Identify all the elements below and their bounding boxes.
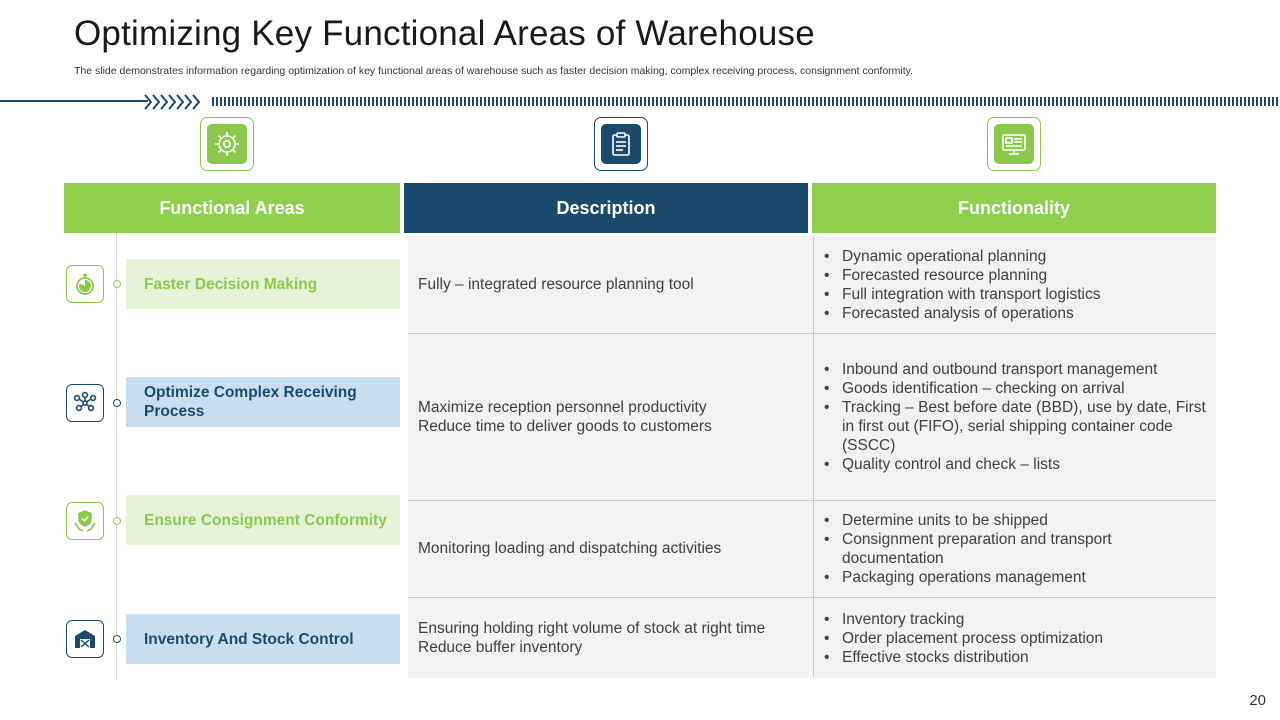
functionality-item: Order placement process optimization xyxy=(822,629,1212,648)
area-ensure-consignment-conformity: Ensure Consignment Conformity xyxy=(126,495,400,545)
description-line: Reduce time to deliver goods to customer… xyxy=(418,418,712,435)
column-divider xyxy=(813,236,814,678)
timeline-dot xyxy=(113,399,121,407)
functionality-item: Inbound and outbound transport managemen… xyxy=(822,360,1212,379)
timeline-dot xyxy=(113,280,121,288)
timeline-dot xyxy=(113,635,121,643)
column-header-description: Description xyxy=(404,183,808,233)
timeline-dot xyxy=(113,517,121,525)
row-divider xyxy=(408,597,1216,598)
page-number: 20 xyxy=(1249,692,1266,709)
slide-title: Optimizing Key Functional Areas of Wareh… xyxy=(74,14,815,53)
description-cell-4: Ensuring holding right volume of stock a… xyxy=(418,598,804,678)
row-divider xyxy=(408,333,1216,334)
description-cell-1: Fully – integrated resource planning too… xyxy=(418,236,804,333)
column-header-functionality: Functionality xyxy=(812,183,1216,233)
striped-divider xyxy=(212,97,1280,106)
description-cell-2: Maximize reception personnel productivit… xyxy=(418,334,804,500)
functionality-list-4: Inventory tracking Order placement proce… xyxy=(822,598,1212,678)
functionality-item: Forecasted resource planning xyxy=(822,266,1212,285)
functional-areas-header-icon xyxy=(200,117,254,171)
functionality-list-2: Inbound and outbound transport managemen… xyxy=(822,334,1212,500)
functionality-list-1: Dynamic operational planning Forecasted … xyxy=(822,236,1212,333)
functionality-item: Quality control and check – lists xyxy=(822,455,1212,474)
description-cell-3: Monitoring loading and dispatching activ… xyxy=(418,501,804,597)
area-inventory-stock-control: Inventory And Stock Control xyxy=(126,614,400,664)
timeline-line xyxy=(116,233,117,680)
clipboard-icon xyxy=(612,132,630,156)
row-icon-faster-decision xyxy=(66,265,104,303)
row-divider xyxy=(408,500,1216,501)
functionality-item: Inventory tracking xyxy=(822,610,1212,629)
functionality-item: Full integration with transport logistic… xyxy=(822,285,1212,304)
column-header-functional-areas: Functional Areas xyxy=(64,183,400,233)
warehouse-icon xyxy=(75,630,95,648)
description-line: Monitoring loading and dispatching activ… xyxy=(418,540,722,558)
functionality-item: Tracking – Best before date (BBD), use b… xyxy=(822,398,1212,455)
chevrons-decoration xyxy=(144,94,201,110)
functionality-header-icon xyxy=(987,117,1041,171)
row-icon-inventory xyxy=(66,620,104,658)
row-icon-consignment xyxy=(66,502,104,540)
description-line: Maximize reception personnel productivit… xyxy=(418,398,707,416)
functionality-item: Consignment preparation and transport do… xyxy=(822,530,1212,568)
functionality-item: Effective stocks distribution xyxy=(822,648,1212,667)
description-line: Fully – integrated resource planning too… xyxy=(418,275,694,293)
functionality-list-3: Determine units to be shipped Consignmen… xyxy=(822,501,1212,597)
functionality-item: Goods identification – checking on arriv… xyxy=(822,379,1212,398)
slide-subtitle: The slide demonstrates information regar… xyxy=(74,65,914,77)
shield-hands-icon xyxy=(74,510,96,532)
area-faster-decision-making: Faster Decision Making xyxy=(126,259,400,309)
area-optimize-receiving-process: Optimize Complex Receiving Process xyxy=(126,377,400,427)
network-icon xyxy=(73,391,97,412)
description-line: Ensuring holding right volume of stock a… xyxy=(418,619,766,637)
functionality-item: Determine units to be shipped xyxy=(822,511,1212,530)
functionality-item: Dynamic operational planning xyxy=(822,247,1212,266)
description-line: Reduce buffer inventory xyxy=(418,639,583,656)
description-header-icon xyxy=(594,117,648,171)
stopwatch-icon xyxy=(76,274,94,295)
gear-wheel-icon xyxy=(215,132,239,156)
monitor-icon xyxy=(1002,134,1026,155)
divider-line xyxy=(0,100,148,102)
row-icon-receiving-process xyxy=(66,384,104,422)
functionality-item: Packaging operations management xyxy=(822,568,1212,587)
functionality-item: Forecasted analysis of operations xyxy=(822,304,1212,323)
